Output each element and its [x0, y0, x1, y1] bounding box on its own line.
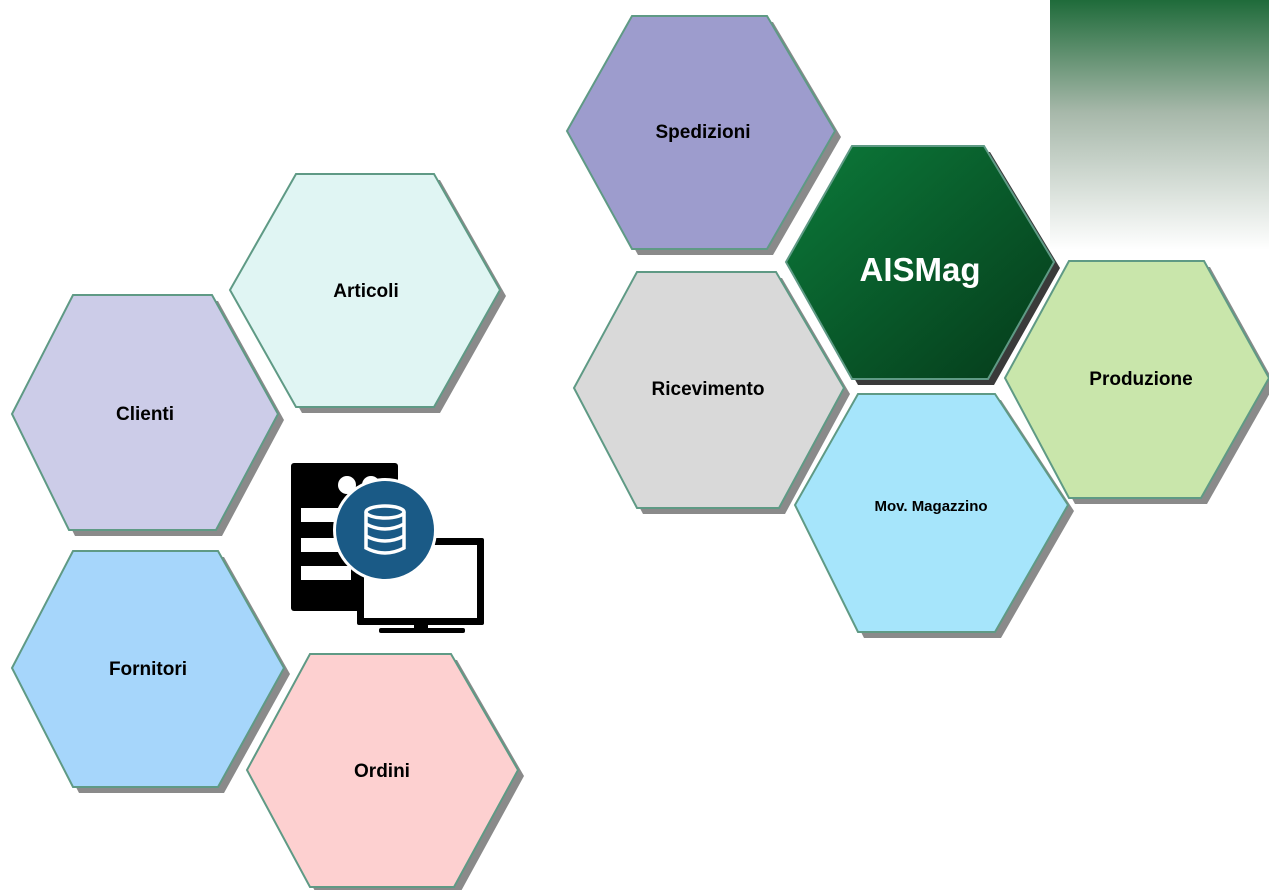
hex-shape-fornitori [10, 550, 286, 788]
hex-mov-magazzino[interactable]: Mov. Magazzino [793, 393, 1074, 638]
hex-shape-mov-magazzino [793, 393, 1070, 633]
hex-label-spedizioni: Spedizioni [656, 122, 751, 143]
hex-shape-clienti [10, 294, 280, 531]
hex-ricevimento[interactable]: Ricevimento [572, 271, 850, 514]
hex-shape-aismag [784, 145, 1056, 380]
corner-gradient-decoration [1050, 0, 1269, 250]
hex-fornitori[interactable]: Fornitori [10, 550, 290, 793]
hex-aismag[interactable]: AISMag [784, 145, 1060, 385]
database-icon [333, 478, 437, 582]
hex-shape-spedizioni [565, 15, 837, 250]
hex-shape-articoli [228, 173, 502, 408]
hex-label-clienti: Clienti [116, 404, 174, 425]
hex-label-ordini: Ordini [354, 761, 410, 782]
hex-label-fornitori: Fornitori [109, 659, 187, 680]
hex-ordini[interactable]: Ordini [245, 653, 524, 890]
hex-shape-produzione [1003, 260, 1269, 499]
server-database-monitor-icon [291, 463, 484, 633]
hex-label-mov-magazzino: Mov. Magazzino [874, 498, 987, 515]
hex-spedizioni[interactable]: Spedizioni [565, 15, 841, 255]
hex-produzione[interactable]: Produzione [1003, 260, 1269, 504]
hex-shape-ricevimento [572, 271, 846, 509]
hex-articoli[interactable]: Articoli [228, 173, 506, 413]
hex-shape-ordini [245, 653, 520, 888]
hex-label-articoli: Articoli [333, 281, 398, 302]
hex-label-produzione: Produzione [1089, 369, 1192, 390]
hex-clienti[interactable]: Clienti [10, 294, 284, 536]
hex-label-aismag: AISMag [859, 251, 980, 288]
hex-label-ricevimento: Ricevimento [652, 379, 765, 400]
